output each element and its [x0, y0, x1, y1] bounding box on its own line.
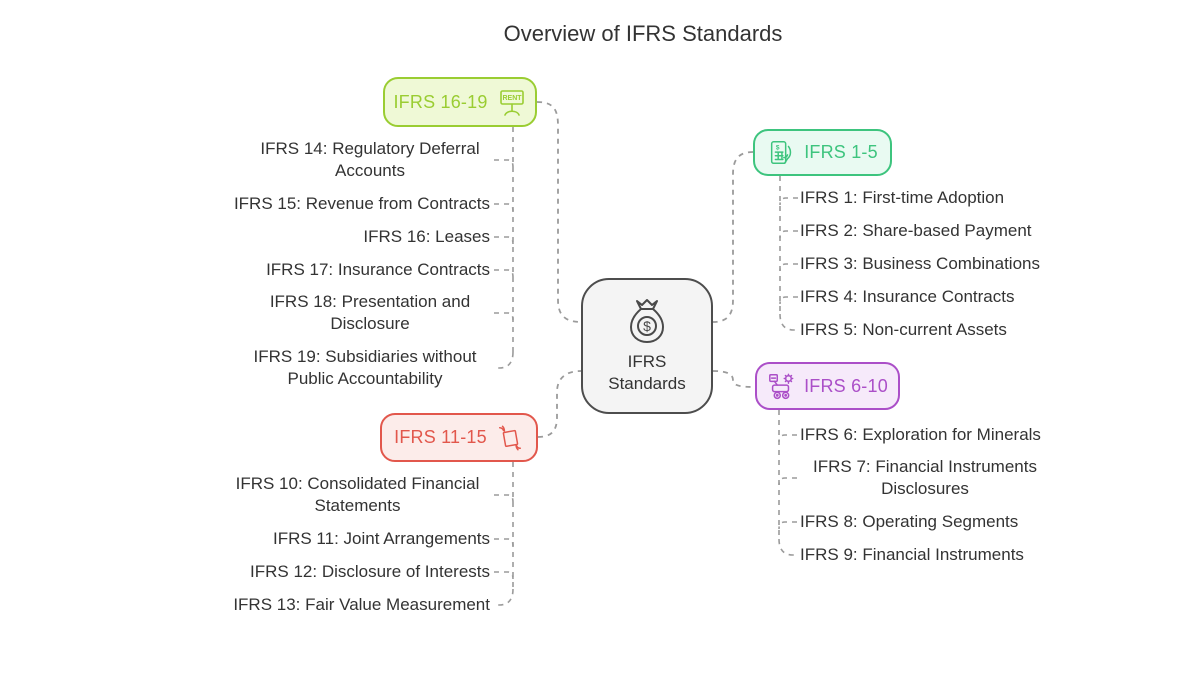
branch-label: IFRS 16-19	[393, 91, 488, 112]
exploration-rover-icon	[769, 373, 794, 400]
document-exchange-icon	[498, 425, 521, 450]
connector-center-to-ifrs6-10	[712, 370, 756, 388]
list-item-ifrs15: IFRS 15: Revenue from Contracts	[233, 194, 490, 213]
branch-label: IFRS 6-10	[804, 375, 888, 396]
list-item-ifrs3: IFRS 3: Business Combinations	[800, 254, 1040, 273]
branch-node-ifrs-6-10: IFRS 6-10	[755, 362, 900, 410]
money-bag-icon: $	[630, 299, 664, 343]
list-item-ifrs5: IFRS 5: Non-current Assets	[800, 320, 1007, 339]
connector-center-to-ifrs1-5	[712, 151, 754, 323]
list-item-ifrs6: IFRS 6: Exploration for Minerals	[800, 425, 1041, 444]
center-node-label: IFRS Standards	[608, 352, 686, 393]
branch-node-ifrs-11-15: IFRS 11-15	[380, 413, 538, 462]
list-item-ifrs14: IFRS 14: Regulatory Deferral Accounts	[260, 139, 480, 180]
connector-center-to-ifrs11-15	[537, 370, 582, 438]
branch-label: IFRS 1-5	[804, 142, 878, 162]
branch-node-ifrs-16-19: IFRS 16-19 RENT	[383, 77, 537, 127]
branch-node-ifrs-1-5: $ IFRS 1-5	[753, 129, 892, 176]
list-item-ifrs4: IFRS 4: Insurance Contracts	[800, 287, 1015, 306]
list-item-ifrs7: IFRS 7: Financial Instruments Disclosure…	[813, 457, 1037, 498]
page-title: Overview of IFRS Standards	[503, 21, 783, 46]
list-item-ifrs1: IFRS 1: First-time Adoption	[800, 188, 1005, 207]
rent-sign-text: RENT	[502, 95, 522, 102]
list-item-ifrs16: IFRS 16: Leases	[363, 227, 490, 246]
center-node-ifrs-standards: $ IFRS Standards	[581, 278, 713, 414]
list-item-ifrs13: IFRS 13: Fair Value Measurement	[233, 595, 490, 614]
branch-label: IFRS 11-15	[394, 427, 487, 447]
list-item-ifrs11: IFRS 11: Joint Arrangements	[272, 529, 490, 548]
connector-center-to-ifrs16-19	[536, 101, 582, 323]
rent-sign-icon: RENT	[499, 90, 524, 116]
dollar-glyph: $	[643, 318, 651, 334]
list-item-ifrs9: IFRS 9: Financial Instruments	[800, 545, 1024, 564]
doc-dollar-glyph: $	[776, 144, 780, 151]
list-item-ifrs2: IFRS 2: Share-based Payment	[800, 221, 1032, 240]
list-item-ifrs19: IFRS 19: Subsidiaries without Public Acc…	[253, 347, 477, 388]
billing-document-icon: $	[771, 140, 792, 164]
list-item-ifrs18: IFRS 18: Presentation and Disclosure	[269, 292, 471, 333]
list-item-ifrs10: IFRS 10: Consolidated Financial Statemen…	[235, 474, 480, 515]
list-item-ifrs12: IFRS 12: Disclosure of Interests	[250, 562, 490, 581]
list-item-ifrs17: IFRS 17: Insurance Contracts	[266, 260, 490, 279]
list-item-ifrs8: IFRS 8: Operating Segments	[800, 512, 1019, 531]
